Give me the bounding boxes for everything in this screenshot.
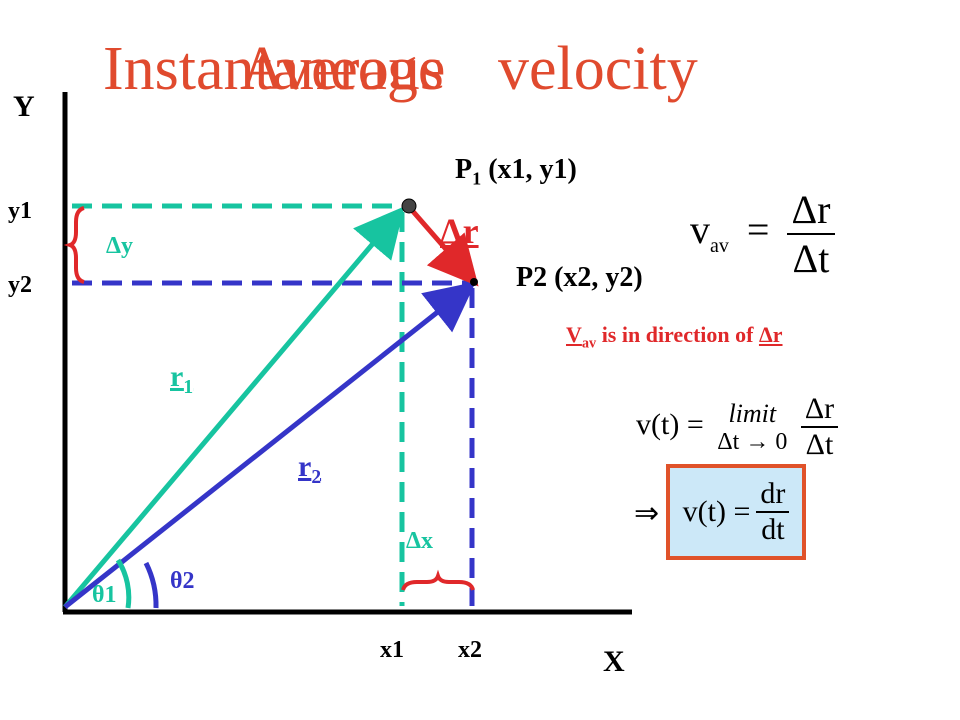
deriv-numerator: dr bbox=[760, 477, 786, 510]
limit-formula: v(t) = limit Δt → 0 Δr Δt bbox=[636, 392, 839, 462]
r2-vector bbox=[63, 281, 476, 609]
title-velocity: velocity bbox=[498, 35, 698, 103]
point-p2 bbox=[470, 278, 478, 286]
delta-y-brace bbox=[63, 206, 85, 284]
limit-subscript: Δt → 0 bbox=[717, 428, 788, 455]
title-instantaneous: Instantaneous bbox=[103, 35, 444, 103]
r2-label: r2 bbox=[298, 450, 322, 488]
y-axis-label: Y bbox=[13, 90, 35, 123]
x1-tick-label: x1 bbox=[380, 637, 404, 663]
derivative-formula-box: v(t) = dr dt bbox=[666, 464, 806, 560]
delta-r-vector bbox=[408, 206, 479, 287]
delta-y-label: Δy bbox=[106, 233, 134, 259]
p1-label: P1 (x1, y1) bbox=[455, 154, 577, 189]
delta-r-label: Δr bbox=[440, 211, 479, 251]
implies-arrow: ⇒ bbox=[634, 497, 660, 530]
vav-numerator: Δr bbox=[791, 187, 831, 232]
average-velocity-formula: vav = Δr Δt bbox=[690, 186, 835, 282]
limit-denominator: Δt bbox=[805, 428, 834, 461]
limit-word: limit bbox=[728, 398, 777, 428]
theta1-arc bbox=[115, 558, 132, 609]
theta2-arc bbox=[143, 561, 159, 609]
y1-tick-label: y1 bbox=[8, 198, 32, 224]
r1-vector bbox=[63, 206, 405, 609]
x-axis-label: X bbox=[603, 645, 625, 678]
y2-tick-label: y2 bbox=[8, 272, 32, 298]
delta-x-label: Δx bbox=[406, 528, 434, 554]
p2-label: P2 (x2, y2) bbox=[516, 262, 643, 293]
r1-label: r1 bbox=[170, 360, 194, 398]
limit-numerator: Δr bbox=[804, 392, 835, 425]
theta2-label: θ2 bbox=[170, 568, 195, 594]
title-average-overlay: Average bbox=[240, 35, 446, 103]
theta1-label: θ1 bbox=[92, 582, 117, 608]
direction-note: Vav is in direction of Δr bbox=[566, 322, 783, 352]
delta-x-brace bbox=[401, 569, 475, 591]
point-p1 bbox=[401, 198, 417, 214]
deriv-denominator: dt bbox=[761, 513, 785, 546]
x2-tick-label: x2 bbox=[458, 637, 482, 663]
vav-denominator: Δt bbox=[792, 236, 830, 281]
